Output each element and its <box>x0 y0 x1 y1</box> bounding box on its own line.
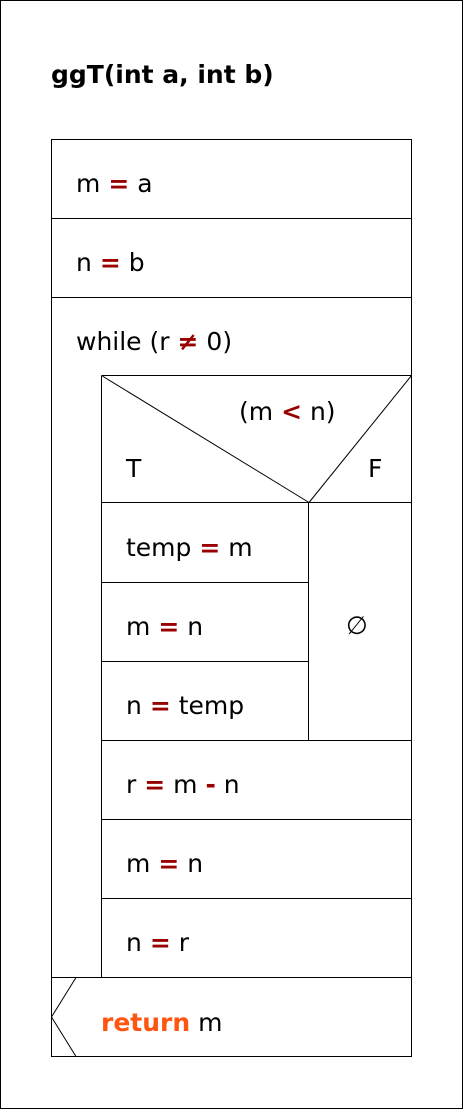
condition-expression: (m < n) <box>239 397 336 426</box>
empty-branch-symbol: ∅ <box>346 611 368 640</box>
structure-lines <box>50 139 412 1057</box>
function-title: ggT(int a, int b) <box>51 60 274 89</box>
true-label: T <box>125 454 142 483</box>
statement-r-equals-m-minus-n: r = m - n <box>126 770 240 799</box>
statement-n-equals-b: n = b <box>76 248 145 277</box>
statement-m-equals-n: m = n <box>126 849 203 878</box>
while-loop-header: while (r ≠ 0) <box>76 327 232 356</box>
diagram-border <box>51 139 412 1057</box>
condition-diagonal-right <box>308 375 412 503</box>
statement-n-equals-r: n = r <box>126 928 190 957</box>
statement-m-equals-a: m = a <box>76 169 153 198</box>
false-label: F <box>368 454 382 483</box>
condition-diagonal-left <box>101 375 310 503</box>
return-notch <box>50 977 77 1057</box>
return-statement: return m <box>101 1008 222 1037</box>
statement-n-equals-temp: n = temp <box>126 691 244 720</box>
statement-m-equals-n: m = n <box>126 612 203 641</box>
statement-temp-equals-m: temp = m <box>126 533 253 562</box>
